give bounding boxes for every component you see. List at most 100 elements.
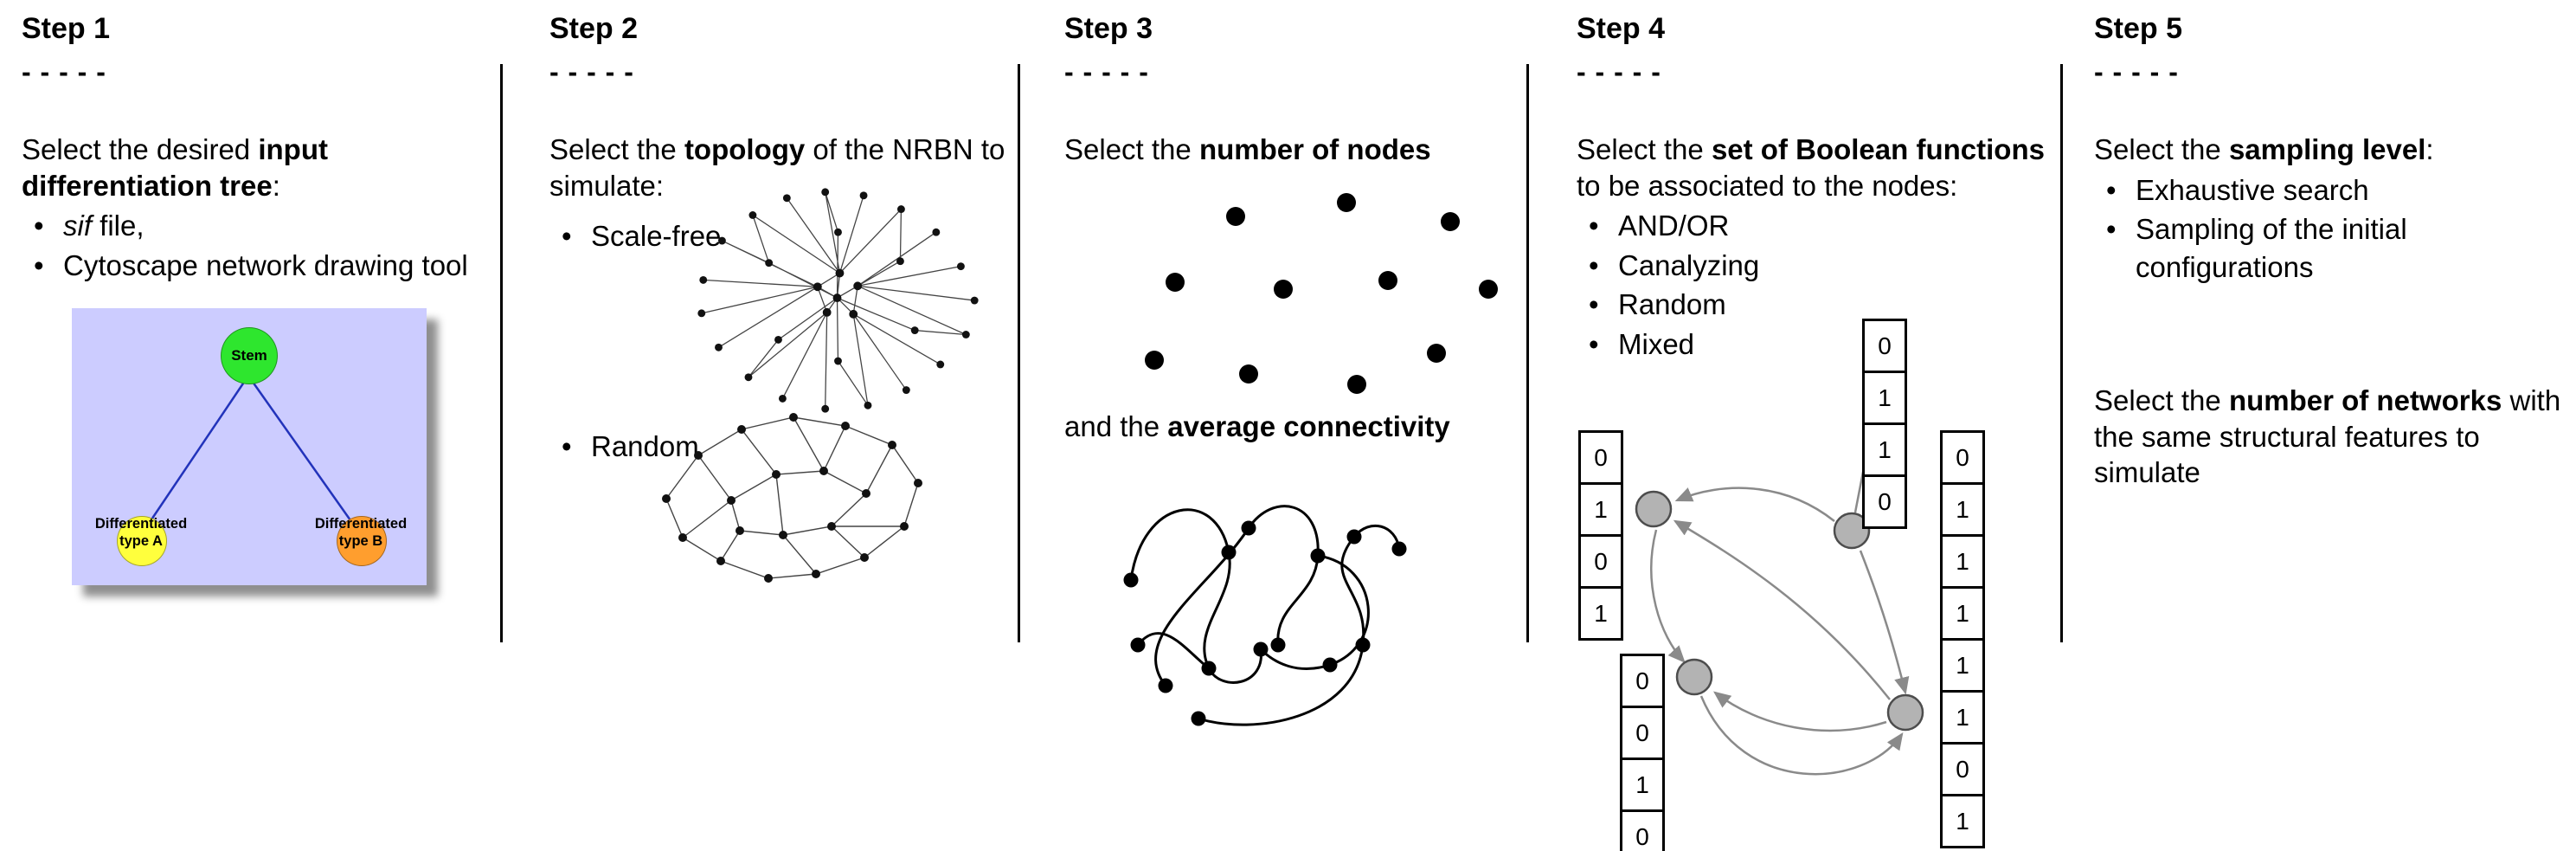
connectivity-network-illustration [1123,505,1407,726]
truth-table-cell: 0 [1862,474,1907,529]
step-title: Step 1 [22,12,111,45]
step5-bullet-list: Exhaustive search Sampling of the initia… [2094,171,2570,287]
step2-bullet1-wrap: Scale-free [549,216,721,255]
boolean-node [1635,490,1673,528]
dashed-underline: - - - - - [549,56,634,87]
scale-free-network-illustration [697,188,979,413]
intro-text: Select the [549,133,684,165]
step5-column: Step 5 - - - - - Select the sampling lev… [2094,0,2570,851]
step4-column: Step 4 - - - - - Select the set of Boole… [1577,0,2057,851]
step2-bullet2-wrap: Random [549,426,699,466]
truth-table-top: 0 1 1 0 [1862,319,1907,529]
bullet-scale-free: Scale-free [549,217,721,255]
type-a-line2: type A [119,532,163,549]
step5-networks-paragraph: Select the number of networks with the s… [2094,383,2570,491]
intro-text: Select the desired [22,133,259,165]
type-a-line1: Differentiated [94,516,188,532]
intro-bold: set of Boolean functions [1711,133,2045,165]
truth-table-cell: 0 [1940,430,1985,485]
differentiated-type-a-node [117,516,167,567]
step5-intro: Select the sampling level: [2094,132,2570,168]
column-divider [2060,64,2063,642]
truth-table-cell: 0 [1940,742,1985,796]
truth-table-cell: 1 [1940,586,1985,641]
intro-bold: topology [684,133,806,165]
bullet-random-functions: Random [1577,286,2057,324]
bullet-exhaustive-search: Exhaustive search [2094,171,2570,210]
truth-table-cell: 0 [1620,809,1665,851]
step1-column: Step 1 - - - - - Select the desired inpu… [22,0,485,851]
step4-intro: Select the set of Boolean functions to b… [1577,132,2057,203]
random-network-illustration [662,413,922,583]
intro-text: : [272,169,280,202]
intro-text: Select the [2094,384,2229,416]
truth-table-left: 0 1 0 1 [1578,430,1623,641]
step2-intro: Select the topology of the NRBN to simul… [549,132,1008,203]
column-divider [1526,64,1529,642]
sif-italic: sif [63,210,92,242]
truth-table-cell: 0 [1862,319,1907,373]
tree-edges [139,375,363,536]
intro-text: and the [1064,410,1168,442]
boolean-node [1675,658,1713,696]
truth-table-bottom: 0 0 1 0 [1620,654,1665,851]
step1-bullet-list: sif file, Cytoscape network drawing tool [22,207,485,284]
stem-label: Stem [231,347,267,364]
type-b-line1: Differentiated [314,516,408,532]
stem-node: Stem [221,327,278,385]
sif-rest: file, [92,210,145,242]
bullet-mixed: Mixed [1577,326,2057,364]
dashed-underline: - - - - - [22,56,106,87]
type-b-line2: type B [338,532,383,549]
truth-table-cell: 1 [1940,638,1985,693]
step-title: Step 5 [2094,12,2183,45]
intro-text: : [2425,133,2434,165]
intro-text: to be associated to the nodes: [1577,169,1958,202]
step-title: Step 2 [549,12,639,45]
step4-bullet-list: AND/OR Canalyzing Random Mixed [1577,207,2057,363]
intro-bold: number of nodes [1198,133,1431,165]
intro-bold: average connectivity [1167,410,1450,442]
dashed-underline: - - - - - [1577,56,1661,87]
bullet-sampling-initial: Sampling of the initial configurations [2094,210,2570,286]
intro-text: Select the [1577,133,1712,165]
truth-table-right: 0 1 1 1 1 1 0 1 [1940,430,1985,848]
intro-text: with the same structural features to sim… [2094,384,2561,489]
column-divider [1018,64,1020,642]
truth-table-cell: 1 [1940,690,1985,745]
bullet-cytoscape: Cytoscape network drawing tool [22,247,485,285]
intro-bold: input differentiation tree [22,133,328,202]
step1-intro: Select the desired input differentiation… [22,132,485,203]
truth-table-cell: 1 [1940,482,1985,537]
truth-table-cell: 0 [1578,430,1623,485]
bullet-canalyzing: Canalyzing [1577,247,2057,285]
differentiation-tree-figure: Stem Differentiated type A Differentiate… [72,308,427,586]
intro-bold: number of networks [2228,384,2502,416]
truth-table-cell: 0 [1620,654,1665,708]
truth-table-cell: 0 [1620,706,1665,760]
truth-table-cell: 0 [1578,534,1623,589]
column-divider [500,64,503,642]
step2-column: Step 2 - - - - - Select the topology of … [549,0,1008,851]
dashed-underline: - - - - - [2094,56,2179,87]
bullet-sif-file: sif file, [22,207,485,245]
intro-text: of the NRBN to simulate: [549,133,1005,202]
step3-line1: Select the number of nodes [1064,132,1519,168]
truth-table-cell: 1 [1862,371,1907,425]
truth-table-cell: 1 [1940,794,1985,848]
type-b-label: Differentiated type B [287,516,434,550]
step3-column: Step 3 - - - - - Select the number of no… [1064,0,1519,851]
differentiated-type-b-node [337,516,387,567]
truth-table-cell: 1 [1578,586,1623,641]
boolean-node [1886,693,1924,732]
intro-bold: sampling level [2228,133,2426,165]
bullet-random: Random [549,428,699,466]
dashed-underline: - - - - - [1064,56,1149,87]
truth-table-cell: 1 [1620,758,1665,812]
truth-table-cell: 1 [1940,534,1985,589]
intro-text: Select the [2094,133,2229,165]
step-title: Step 4 [1577,12,1666,45]
intro-text: Select the [1064,133,1199,165]
truth-table-cell: 1 [1862,422,1907,477]
